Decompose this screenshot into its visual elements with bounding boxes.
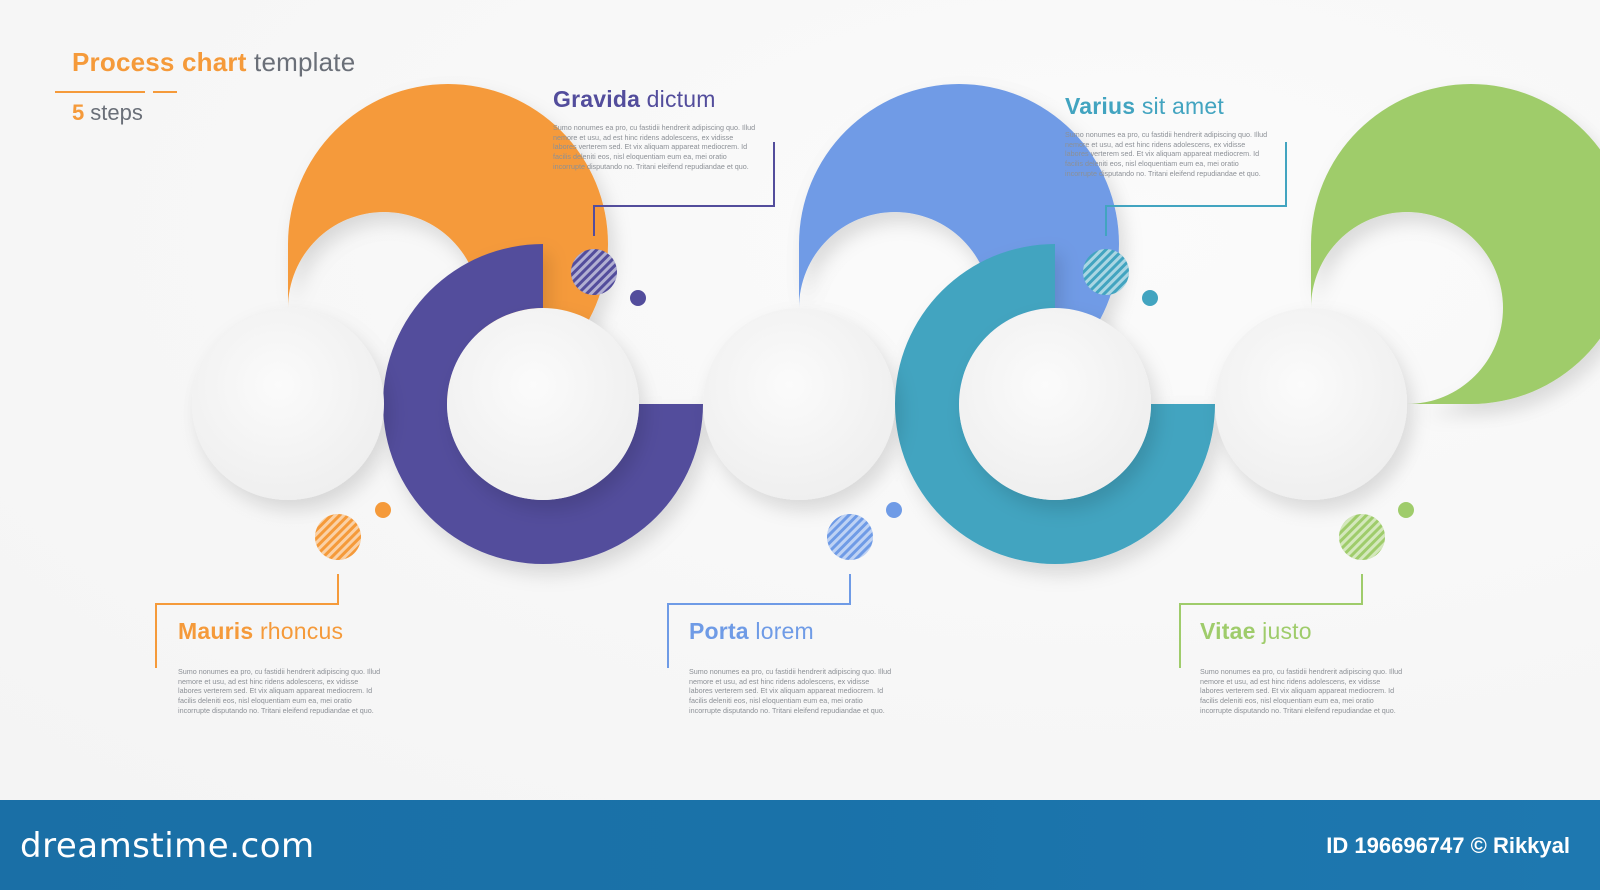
steps-label: steps — [90, 100, 143, 125]
step-5-description: Sumo nonumes ea pro, cu fastidii hendrer… — [1200, 667, 1403, 715]
chart-title-light: template — [254, 47, 356, 77]
step-2-description: Sumo nonumes ea pro, cu fastidii hendrer… — [553, 123, 756, 171]
step-4-dot — [1142, 290, 1158, 306]
step-1-connector — [155, 574, 339, 668]
step-1-heading: Mauris rhoncus — [178, 618, 343, 645]
step-2-heading: Gravida dictum — [553, 86, 716, 113]
step-3-heading: Porta lorem — [689, 618, 814, 645]
chart-title: Process chart template — [72, 47, 355, 78]
step-5-title-strong: Vitae — [1200, 618, 1256, 644]
step-4-title-light: sit amet — [1141, 93, 1224, 119]
step-4-ring — [895, 244, 1215, 564]
step-5-dot — [1398, 502, 1414, 518]
step-2-title-light: dictum — [646, 86, 716, 112]
step-4-heading: Varius sit amet — [1065, 93, 1224, 120]
step-4-inner-disc — [959, 308, 1151, 500]
step-2-connector — [593, 142, 775, 236]
step-5-connector — [1179, 574, 1363, 668]
step-3-description: Sumo nonumes ea pro, cu fastidii hendrer… — [689, 667, 892, 715]
step-3-title-light: lorem — [755, 618, 814, 644]
step-3-title-strong: Porta — [689, 618, 749, 644]
step-2-dot — [630, 290, 646, 306]
step-5-inner-disc — [1215, 308, 1407, 500]
step-1-inner-disc — [192, 308, 384, 500]
step-2-title-strong: Gravida — [553, 86, 641, 112]
step-1-dot — [375, 502, 391, 518]
step-5-ring — [1311, 84, 1600, 404]
step-5-title-light: justo — [1262, 618, 1312, 644]
step-4-description: Sumo nonumes ea pro, cu fastidii hendrer… — [1065, 130, 1268, 178]
step-3-inner-disc — [703, 308, 895, 500]
watermark-image-id: ID 196696747 © Rikkyal — [1326, 833, 1570, 858]
step-1-description: Sumo nonumes ea pro, cu fastidii hendrer… — [178, 667, 381, 715]
step-2-ring — [383, 244, 703, 564]
step-3-dot — [886, 502, 902, 518]
step-3-connector — [667, 574, 851, 668]
step-4-connector — [1105, 142, 1287, 236]
steps-count: 5 — [72, 100, 85, 125]
step-1-title-light: rhoncus — [259, 618, 344, 644]
watermark-brand: dreamstime.com — [20, 826, 315, 866]
ring-diagram — [55, 84, 1600, 668]
chart-title-strong: Process chart — [72, 47, 247, 77]
step-4-title-strong: Varius — [1065, 93, 1136, 119]
step-1-title-strong: Mauris — [178, 618, 254, 644]
watermark-footer: dreamstime.com ID 196696747 © Rikkyal — [0, 800, 1600, 890]
step-2-inner-disc — [447, 308, 639, 500]
step-5-heading: Vitae justo — [1200, 618, 1312, 645]
